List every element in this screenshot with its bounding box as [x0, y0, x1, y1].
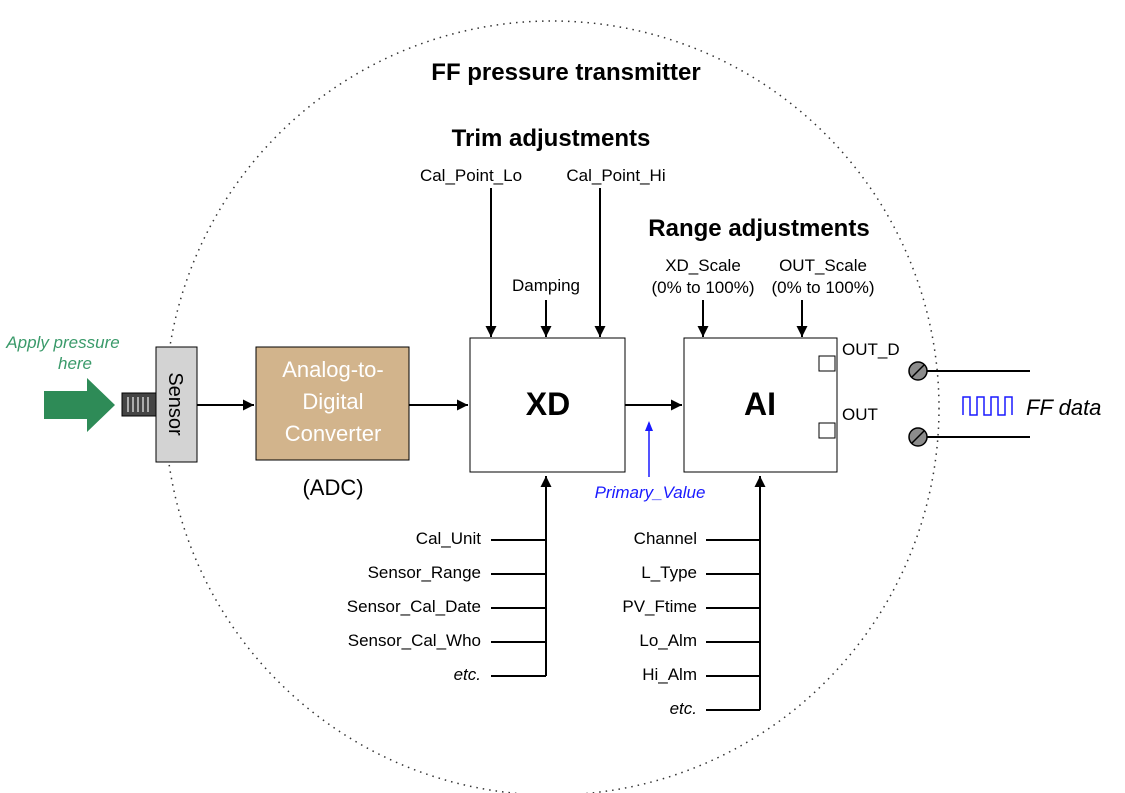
xd-block: [469, 337, 626, 473]
ai-param-label: Hi_Alm: [642, 665, 697, 684]
adc-abbreviation: (ADC): [302, 475, 363, 500]
diagram-title: FF pressure transmitter: [431, 59, 700, 86]
xd-scale-range-label: (0% to 100%): [652, 278, 755, 297]
ff-data-label: FF data: [1026, 395, 1101, 420]
square-wave-icon: [962, 396, 1013, 416]
out-d-label: OUT_D: [842, 340, 900, 359]
adc-block: [255, 346, 410, 461]
trim-heading: Trim adjustments: [452, 125, 651, 152]
apply-pressure-here-label: here: [58, 354, 92, 373]
cal-point-hi-label: Cal_Point_Hi: [566, 166, 665, 185]
xd-scale-label: XD_Scale: [665, 256, 741, 275]
ai-param-list: Channel L_Type PV_Ftime Lo_Alm Hi_Alm et…: [622, 529, 760, 718]
ai-label: AI: [744, 386, 776, 422]
ai-param-label: Lo_Alm: [639, 631, 697, 650]
cal-point-lo-label: Cal_Point_Lo: [420, 166, 522, 185]
adc-line-3: Converter: [285, 421, 382, 446]
sensor-port-ridges: [127, 397, 149, 412]
terminal-screw-bottom-icon: [908, 427, 928, 447]
ai-param-label: PV_Ftime: [622, 597, 697, 616]
primary-value-arrowhead: [645, 421, 653, 431]
ai-param-label: Channel: [634, 529, 697, 548]
out-port: [818, 422, 836, 439]
out-label: OUT: [842, 405, 878, 424]
range-heading: Range adjustments: [648, 215, 869, 242]
xd-param-label: Sensor_Cal_Who: [348, 631, 481, 650]
out-d-port: [818, 355, 836, 372]
adc-line-1: Analog-to-: [282, 357, 384, 382]
primary-value-label: Primary_Value: [595, 483, 706, 502]
xd-param-label: etc.: [454, 665, 481, 684]
out-scale-range-label: (0% to 100%): [772, 278, 875, 297]
xd-param-label: Cal_Unit: [416, 529, 481, 548]
xd-param-list: Cal_Unit Sensor_Range Sensor_Cal_Date Se…: [347, 529, 546, 684]
apply-pressure-label: Apply pressure: [5, 333, 119, 352]
sensor-element: [155, 346, 198, 463]
transmitter-boundary: [164, 20, 940, 793]
xd-label: XD: [526, 386, 570, 422]
xd-param-label: Sensor_Cal_Date: [347, 597, 481, 616]
ai-block: [683, 337, 838, 473]
out-scale-label: OUT_Scale: [779, 256, 867, 275]
sensor-label: Sensor: [164, 372, 186, 436]
ai-param-label: etc.: [670, 699, 697, 718]
damping-label: Damping: [512, 276, 580, 295]
xd-param-label: Sensor_Range: [368, 563, 481, 582]
ai-param-label: L_Type: [641, 563, 697, 582]
pressure-arrow-icon: [44, 378, 115, 432]
terminal-screw-top-icon: [908, 361, 928, 381]
adc-line-2: Digital: [302, 389, 363, 414]
